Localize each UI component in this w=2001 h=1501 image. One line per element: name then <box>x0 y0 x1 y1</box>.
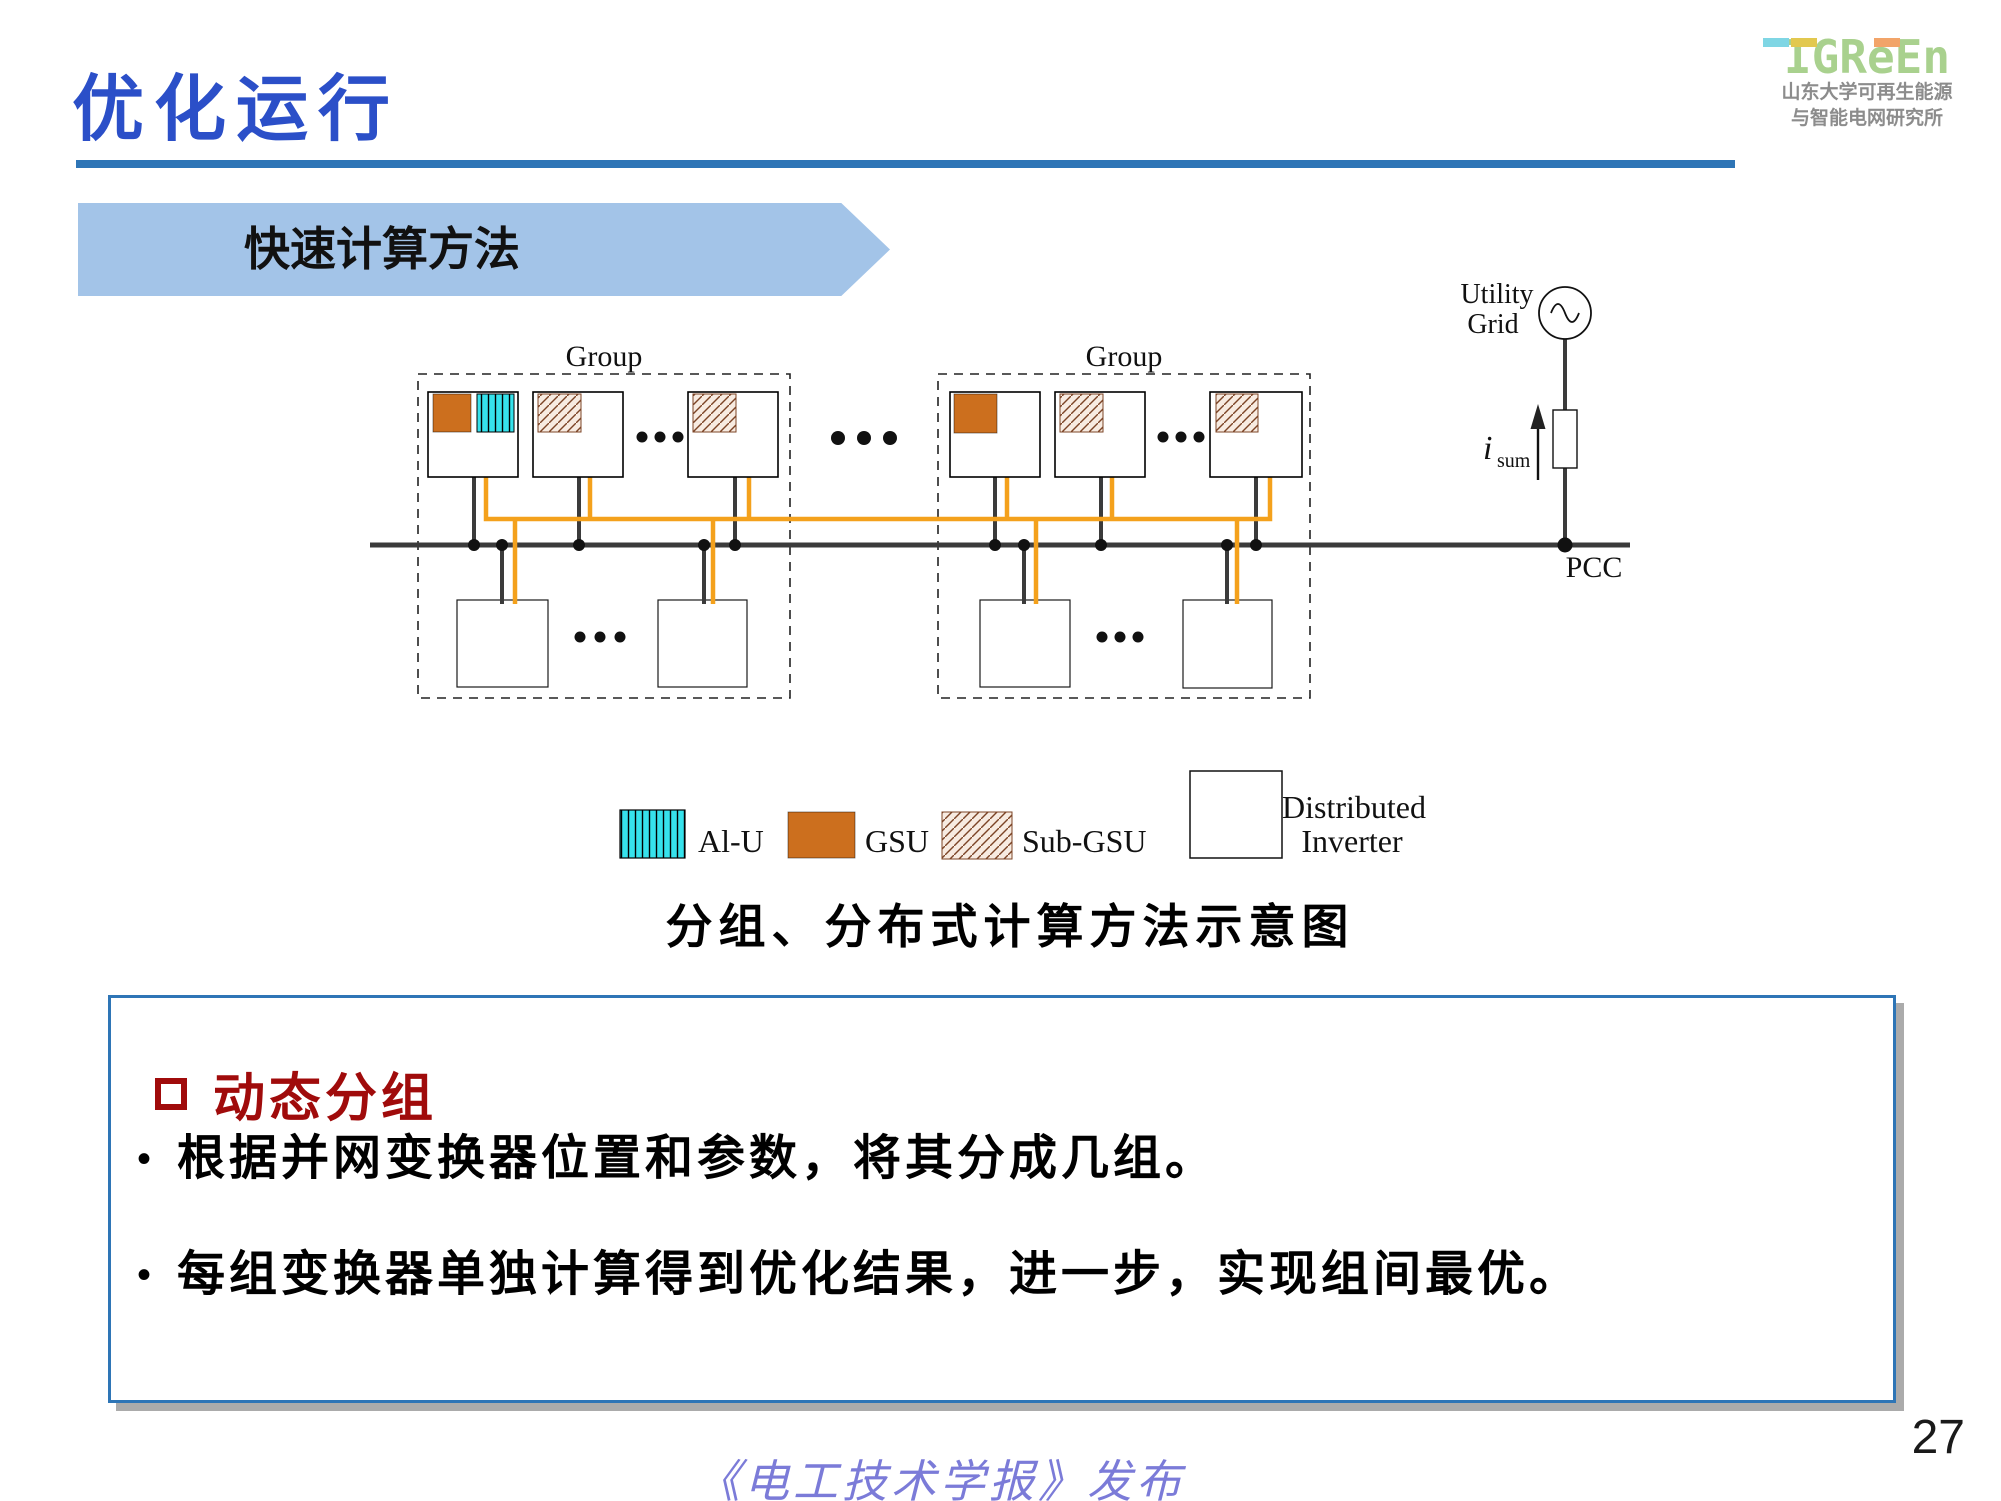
ellipsis-dots <box>574 431 1205 643</box>
legend-subgsu-swatch <box>941 811 1013 860</box>
alu-marker <box>476 393 515 433</box>
summary-heading-row: 动态分组 <box>155 1056 437 1131</box>
bus-junction-dots <box>468 539 1262 551</box>
bullet-dot-icon: • <box>137 1253 152 1297</box>
legend-subgsu-label: Sub-GSU <box>1022 823 1146 859</box>
group2-dashed-frame <box>937 373 1311 699</box>
title-underline <box>76 160 1735 168</box>
square-bullet-icon <box>155 1077 187 1110</box>
legend-gsu-label: GSU <box>865 823 929 859</box>
legend-alu-swatch <box>619 809 686 859</box>
grid-impedance <box>1552 409 1578 469</box>
bullet-dot-icon: • <box>137 1137 152 1181</box>
utility-grid-label-line2: Grid <box>1467 309 1518 340</box>
summary-box: 动态分组 • 根据并网变换器位置和参数，将其分成几组。 • 每组变换器单独计算得… <box>108 995 1896 1403</box>
legend-inverter-label-line2: Inverter <box>1301 823 1403 859</box>
bullet-text-1: 根据并网变换器位置和参数，将其分成几组。 <box>177 1132 1218 1185</box>
institute-logo: IGReEn 山东大学可再生能源 与智能电网研究所 <box>1762 34 1972 131</box>
utility-grid-label-line1: Utility <box>1460 279 1533 310</box>
bullet-item: • 每组变换器单独计算得到优化结果，进一步，实现组间最优。 <box>137 1242 1581 1308</box>
bottom-inverter-boxes <box>456 599 1273 689</box>
page-title: 优化运行 <box>72 70 401 150</box>
power-bus-lines <box>370 477 1630 604</box>
utility-grid-branch <box>1530 286 1592 553</box>
legend-gsu-swatch <box>787 811 856 859</box>
pcc-label: PCC <box>1566 551 1623 584</box>
group1-dashed-frame <box>417 373 791 699</box>
communication-bus-lines <box>483 477 1273 604</box>
page-number: 27 <box>1911 1411 1965 1464</box>
logo-accent-orange <box>1874 38 1900 47</box>
logo-accent-gold <box>1791 38 1817 47</box>
logo-org-line2: 与智能电网研究所 <box>1790 107 1943 129</box>
journal-footer: 《电工技术学报》发布 <box>694 1457 1185 1501</box>
subgsu-marker <box>692 393 737 433</box>
section-banner-label: 快速计算方法 <box>244 223 520 275</box>
subgsu-marker <box>1215 393 1259 433</box>
isum-label: i <box>1483 430 1492 467</box>
logo-org-line1: 山东大学可再生能源 <box>1781 82 1953 103</box>
subgsu-marker <box>1059 393 1104 433</box>
logo-accent-cyan <box>1763 38 1789 47</box>
gsu-marker <box>432 393 472 433</box>
gsu-marker <box>953 393 998 434</box>
bullet-item: • 根据并网变换器位置和参数，将其分成几组。 <box>137 1126 1217 1192</box>
legend-inverter-label-line1: Distributed <box>1282 789 1426 825</box>
legend-inverter-swatch <box>1189 770 1283 859</box>
legend-alu-label: Al-U <box>698 823 764 859</box>
section-banner-arrow: 快速计算方法 <box>78 203 890 296</box>
group1-label: Group <box>566 340 643 373</box>
figure-caption: 分组、分布式计算方法示意图 <box>665 900 1355 953</box>
bullet-text-2: 每组变换器单独计算得到优化结果，进一步，实现组间最优。 <box>177 1248 1582 1301</box>
group2-label: Group <box>1086 340 1163 373</box>
summary-heading: 动态分组 <box>213 1070 438 1128</box>
isum-subscript: sum <box>1497 450 1531 472</box>
pcc-node <box>1557 537 1573 553</box>
subgsu-marker <box>537 393 582 433</box>
diagram-legend <box>619 770 1283 860</box>
